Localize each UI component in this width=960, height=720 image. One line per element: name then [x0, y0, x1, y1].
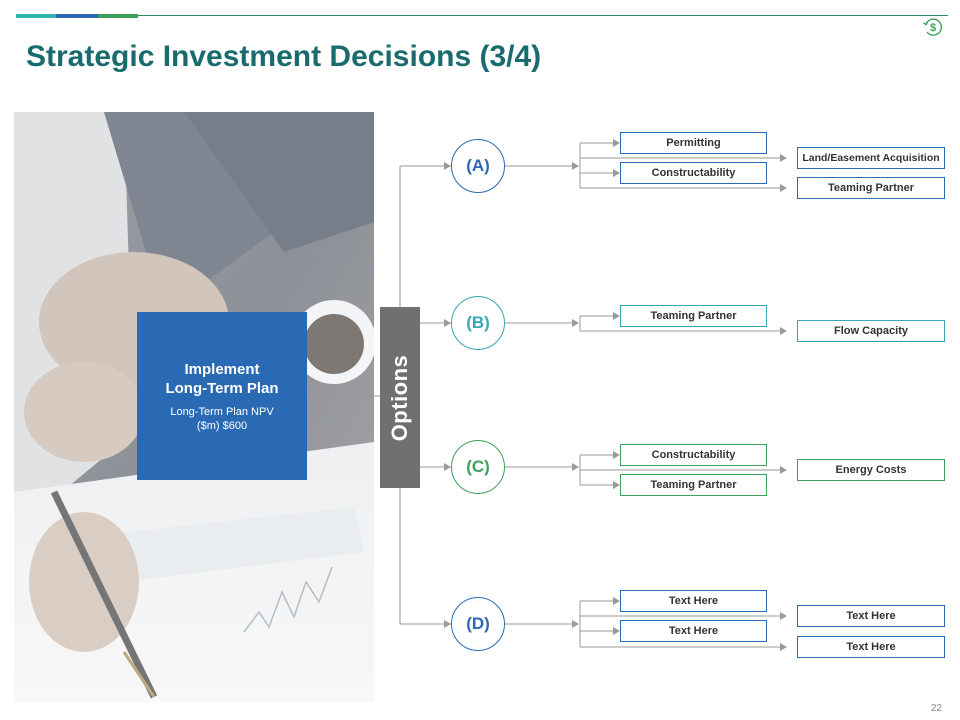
option-d-outcome: Text Here [797, 636, 945, 658]
option-c-item: Constructability [620, 444, 767, 466]
header-rule [138, 15, 948, 16]
svg-text:$: $ [930, 22, 936, 34]
dollar-refresh-icon: $ [923, 18, 942, 36]
options-label: Options [387, 354, 412, 441]
option-a-circle: (A) [451, 139, 505, 193]
option-c-circle: (C) [451, 440, 505, 494]
accent-bar-blue [56, 14, 98, 18]
option-d-item: Text Here [620, 620, 767, 642]
option-b-circle: (B) [451, 296, 505, 350]
option-b-outcome: Flow Capacity [797, 320, 945, 342]
plan-title-line2: Long-Term Plan [165, 380, 279, 397]
plan-npv-line1: Long-Term Plan NPV [170, 406, 274, 418]
option-a-item: Constructability [620, 162, 767, 184]
option-a-item: Permitting [620, 132, 767, 154]
option-c-outcome: Energy Costs [797, 459, 945, 481]
options-bar: Options [380, 307, 420, 488]
option-a-outcome: Land/Easement Acquisition [797, 147, 945, 169]
background-photo [14, 112, 374, 702]
option-c-item: Teaming Partner [620, 474, 767, 496]
accent-bar-green [98, 14, 138, 18]
option-d-circle: (D) [451, 597, 505, 651]
page-number: 22 [930, 703, 942, 714]
plan-npv-line2: ($m) $600 [196, 420, 248, 432]
option-a-outcome: Teaming Partner [797, 177, 945, 199]
option-d-item: Text Here [620, 590, 767, 612]
page-title: Strategic Investment Decisions (3/4) [26, 40, 542, 73]
plan-title-line1: Implement [184, 361, 260, 378]
option-b-item: Teaming Partner [620, 305, 767, 327]
option-d-outcome: Text Here [797, 605, 945, 627]
implement-plan-box: Implement Long-Term Plan Long-Term Plan … [137, 312, 307, 480]
accent-bar-teal [16, 14, 56, 18]
